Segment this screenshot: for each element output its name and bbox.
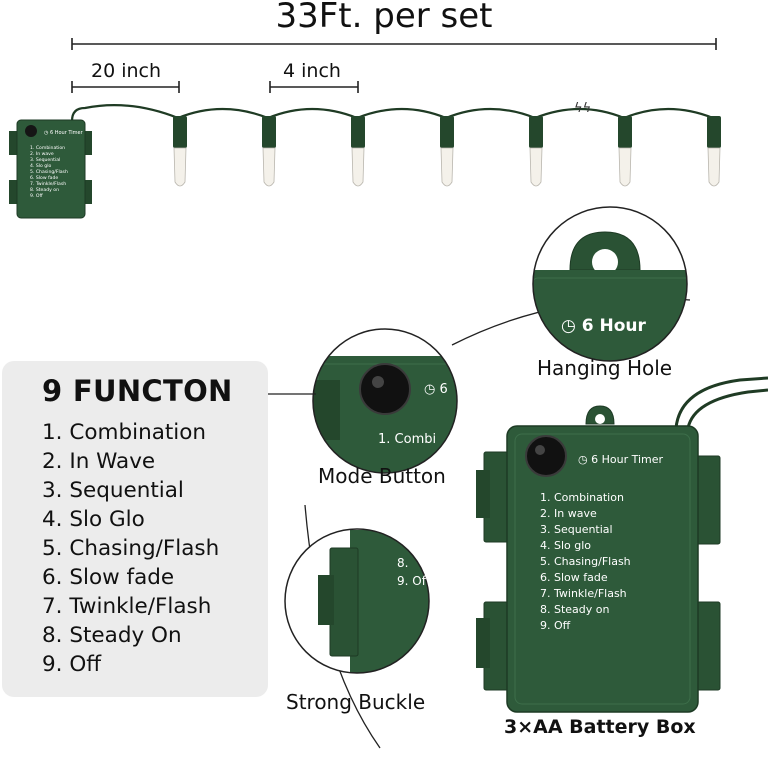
svg-text:3. Sequential: 3. Sequential [30,157,60,163]
svg-text:8. Steady on: 8. Steady on [30,187,59,193]
timer-row: ◷ 6 Hour Timer [578,453,663,466]
function-item: 4. Slo Glo [42,507,145,532]
bulb [262,116,276,187]
hanging-zoom-timer-text: ◷ 6 Hour [561,316,646,336]
svg-text:4. Slo glo: 4. Slo glo [30,163,51,169]
bulb [529,116,543,187]
box-mode-item: 7. Twinkle/Flash [540,587,627,600]
bulb [173,116,187,187]
buckle-zoom-text: 8. [397,556,409,570]
hanging-zoom-text: 6 Hour [581,316,646,336]
bulb-spacing-label: 4 inch [283,60,341,82]
mode-button-zoom [312,328,458,474]
light-string-wire [70,104,714,122]
svg-text:2. In wave: 2. In wave [30,151,54,157]
function-item: 7. Twinkle/Flash [42,594,212,619]
buckle-zoom-text: 9. Of [397,574,426,588]
box-mode-item: 1. Combination [540,491,624,504]
bulb [351,116,365,187]
function-item: 3. Sequential [42,478,184,503]
lead-spacing-label: 20 inch [91,60,162,82]
box-mode-item: 5. Chasing/Flash [540,555,631,568]
total-length-dimension-line [71,38,717,50]
function-item: 8. Steady On [42,623,182,648]
bulb [618,116,632,187]
box-mode-item: 2. In wave [540,507,597,520]
function-item: 2. In Wave [42,449,156,474]
battery-box-label: 3×AA Battery Box [504,716,696,738]
box-mode-item: 9. Off [540,619,571,632]
mode-button [525,435,567,477]
svg-text:1. Combination: 1. Combination [30,145,65,151]
svg-text:◷ 6 Hour Timer: ◷ 6 Hour Timer [44,130,84,136]
bulb-spacing-dimension-line [269,81,359,93]
lead-spacing-dimension-line [71,81,180,93]
bulb [440,116,454,187]
mode-zoom-timer-text: ◷ 6 [424,382,448,397]
timer-label: 6 Hour Timer [591,453,664,466]
box-mode-item: 8. Steady on [540,603,610,616]
mode-zoom-list-text: 1. Combi [378,432,437,447]
functions-heading: 9 FUNCTON [42,374,233,408]
functions-panel [2,361,268,697]
strong-buckle-label: Strong Buckle [286,690,426,714]
small-battery-box: ◷ 6 Hour Timer 1. Combination 2. In wave… [9,119,92,219]
hanging-hole-zoom [532,206,688,362]
box-mode-item: 3. Sequential [540,523,613,536]
wire-break-icon: ϟϟ [574,101,591,116]
timer-icon: ◷ [578,453,588,466]
hanging-hole-label: Hanging Hole [537,356,673,380]
bulb [707,116,721,187]
function-item: 6. Slow fade [42,565,175,590]
function-item: 9. Off [42,652,102,677]
svg-text:9. Off: 9. Off [30,193,43,199]
page-title: 33Ft. per set [275,0,493,36]
svg-text:7. Twinkle/Flash: 7. Twinkle/Flash [30,181,66,187]
large-battery-box [476,376,768,713]
function-item: 1. Combination [42,420,207,445]
small-mode-button [25,125,37,137]
timer-icon: ◷ [561,316,576,336]
box-mode-item: 4. Slo glo [540,539,592,552]
timer-icon: ◷ [424,382,436,397]
svg-text:6. Slow fade: 6. Slow fade [30,175,58,181]
function-item: 5. Chasing/Flash [42,536,220,561]
buckle-zoom [284,528,430,674]
svg-text:5. Chasing/Flash: 5. Chasing/Flash [30,169,68,175]
mode-button-label: Mode Button [318,464,446,488]
box-mode-item: 6. Slow fade [540,571,608,584]
mode-zoom-text: 6 [439,382,448,397]
